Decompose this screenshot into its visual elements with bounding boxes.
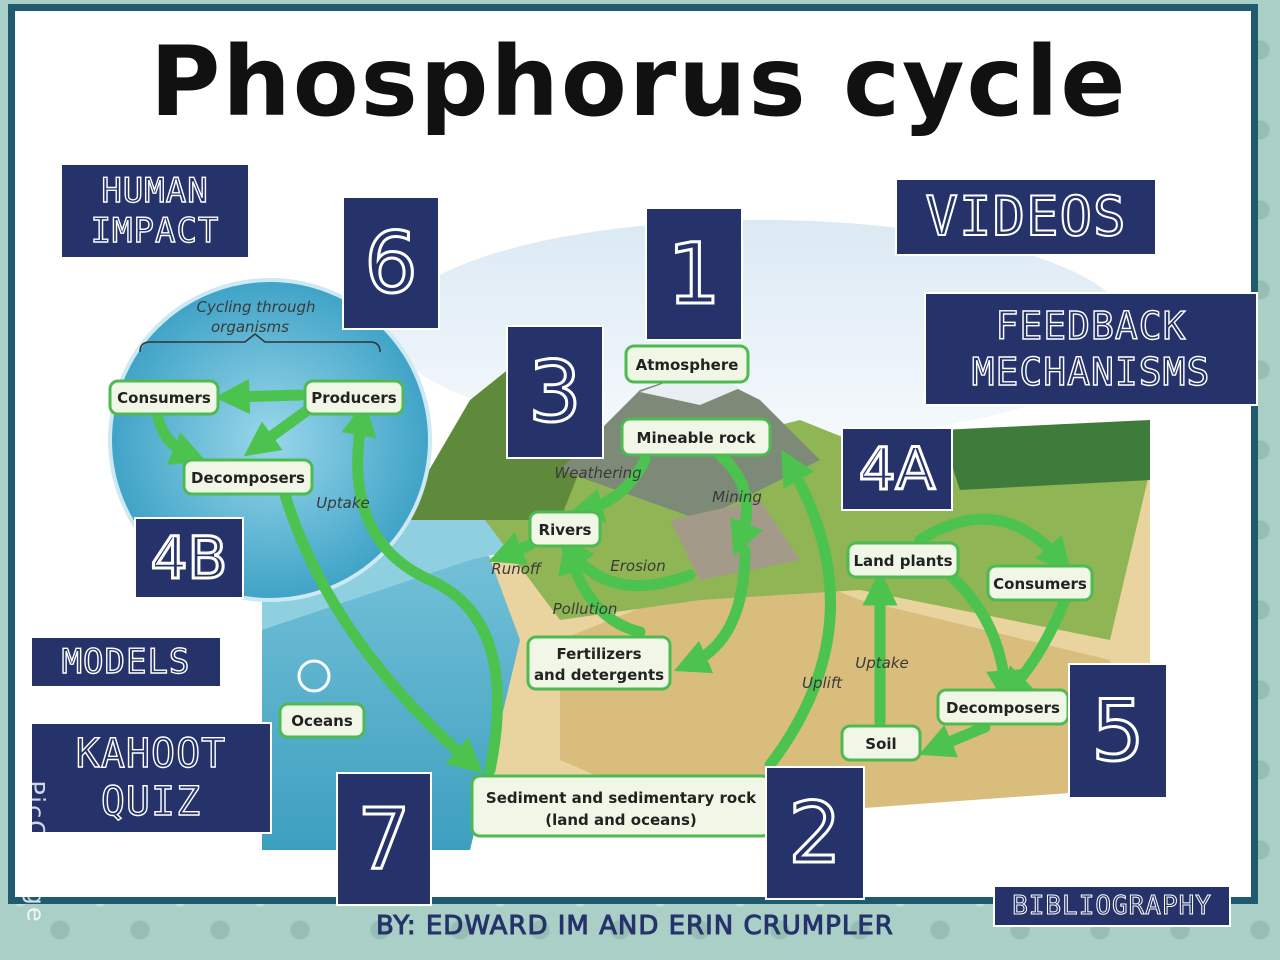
models-label: MODELS: [62, 642, 191, 682]
pollution-label: Pollution: [553, 600, 618, 618]
svg-text:and detergents: and detergents: [534, 666, 664, 684]
weathering-label: Weathering: [554, 464, 641, 482]
svg-text:Decomposers: Decomposers: [946, 699, 1060, 717]
svg-text:Oceans: Oceans: [291, 712, 353, 730]
label-producers: Producers: [305, 381, 403, 414]
erosion-label: Erosion: [610, 557, 666, 575]
number-6-button[interactable]: 6: [342, 196, 440, 330]
bibliography-label: BIBLIOGRAPHY: [1012, 891, 1212, 921]
svg-text:Fertilizers: Fertilizers: [556, 645, 641, 663]
label-mineable-rock: Mineable rock: [622, 419, 770, 455]
number-4b-button[interactable]: 4B: [134, 517, 244, 599]
label-consumers-water: Consumers: [110, 381, 218, 414]
label-oceans: Oceans: [280, 704, 364, 737]
svg-text:(land and oceans): (land and oceans): [545, 811, 696, 829]
svg-text:Land plants: Land plants: [853, 552, 952, 570]
human-impact-label: HUMAN IMPACT: [91, 171, 220, 251]
number-1-button[interactable]: 1: [645, 207, 743, 341]
cycling-label: Cycling through: [197, 298, 316, 316]
label-decomposers-water: Decomposers: [184, 460, 312, 494]
uptake-land-label: Uptake: [855, 654, 909, 672]
number-5-button[interactable]: 5: [1068, 663, 1168, 799]
svg-text:Consumers: Consumers: [993, 575, 1087, 593]
watermark-text: PicCollage: [22, 780, 50, 923]
number-2-button[interactable]: 2: [765, 766, 865, 900]
label-atmosphere: Atmosphere: [626, 346, 748, 382]
svg-text:Rivers: Rivers: [539, 521, 592, 539]
number-1-label: 1: [667, 229, 720, 319]
feedback-mechanisms-button[interactable]: FEEDBACK MECHANISMS: [924, 292, 1258, 406]
svg-text:Decomposers: Decomposers: [191, 469, 305, 487]
runoff-label: Runoff: [491, 560, 543, 578]
label-fertilizers: Fertilizers and detergents: [528, 637, 670, 689]
label-land-plants: Land plants: [848, 543, 958, 577]
label-consumers-land: Consumers: [988, 566, 1092, 600]
number-4a-label: 4A: [859, 437, 936, 501]
number-7-button[interactable]: 7: [336, 772, 432, 906]
number-5-label: 5: [1091, 686, 1144, 776]
organisms-label: organisms: [211, 318, 289, 336]
label-soil: Soil: [842, 726, 920, 760]
label-decomposers-land: Decomposers: [938, 690, 1068, 724]
kahoot-quiz-button[interactable]: KAHOOT QUIZ: [30, 722, 272, 834]
author-byline: BY: EDWARD IM AND ERIN CRUMPLER: [376, 906, 894, 946]
number-3-label: 3: [528, 347, 581, 437]
number-6-label: 6: [364, 218, 417, 308]
videos-button[interactable]: VIDEOS: [895, 178, 1157, 256]
videos-label: VIDEOS: [925, 187, 1126, 247]
svg-text:Sediment and sedimentary rock: Sediment and sedimentary rock: [486, 789, 757, 807]
svg-text:Soil: Soil: [865, 735, 896, 753]
number-2-label: 2: [788, 788, 841, 878]
number-7-label: 7: [357, 794, 410, 884]
number-3-button[interactable]: 3: [506, 325, 604, 459]
uptake-water-label: Uptake: [316, 494, 370, 512]
number-4a-button[interactable]: 4A: [841, 427, 953, 511]
mining-label: Mining: [712, 488, 762, 506]
arrow-producers-to-consumers: [232, 395, 300, 397]
kahoot-quiz-label: KAHOOT QUIZ: [76, 730, 227, 826]
models-button[interactable]: MODELS: [30, 636, 222, 688]
feedback-mechanisms-label: FEEDBACK MECHANISMS: [972, 303, 1211, 395]
human-impact-button[interactable]: HUMAN IMPACT: [60, 163, 250, 259]
uplift-label: Uplift: [802, 674, 843, 692]
label-rivers: Rivers: [530, 512, 600, 546]
svg-text:Consumers: Consumers: [117, 389, 211, 407]
forest-strip: [940, 420, 1150, 490]
bibliography-button[interactable]: BIBLIOGRAPHY: [993, 885, 1231, 927]
svg-text:Producers: Producers: [311, 389, 397, 407]
label-sediment: Sediment and sedimentary rock (land and …: [472, 776, 770, 836]
svg-text:Mineable rock: Mineable rock: [637, 429, 757, 447]
number-4b-label: 4B: [151, 526, 228, 590]
svg-text:Atmosphere: Atmosphere: [636, 356, 739, 374]
piccollage-watermark: PicCollage: [16, 752, 56, 952]
